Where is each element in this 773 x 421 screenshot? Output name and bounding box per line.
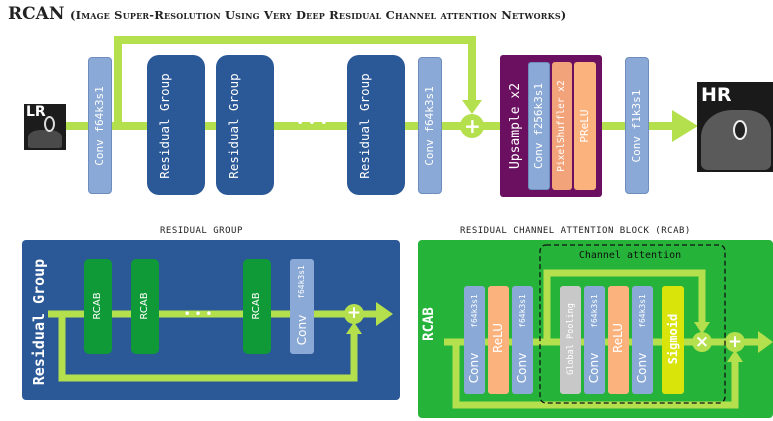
- conv-input-block: [88, 57, 112, 194]
- prelu-block: [574, 62, 596, 190]
- residual-group-block-1: [147, 55, 205, 195]
- rg-rcab-block-3: [243, 259, 271, 354]
- sum-circle: [460, 114, 484, 138]
- ca-conv-block-1: [584, 286, 605, 394]
- hr-label: HR: [701, 84, 732, 106]
- ca-conv-word-2: Conv: [635, 352, 649, 384]
- rcab-sum-plus: +: [727, 332, 743, 352]
- rcab-conv-block-1: [464, 286, 485, 394]
- global-skip-line: [114, 36, 476, 126]
- global-skip-arrowhead: [462, 100, 482, 114]
- rcab-conv-block-2: [512, 286, 533, 394]
- residual-group-section-title: RESIDUAL GROUP: [160, 226, 243, 236]
- residual-group-block-2: [216, 55, 274, 195]
- rcab-multiply: ×: [694, 332, 710, 352]
- rcab-conv-params-1: f64k3s1: [470, 294, 479, 328]
- top-ellipsis: • • •: [296, 116, 328, 131]
- sigmoid-label: Sigmoid: [666, 313, 680, 365]
- rcab-conv-word-2: Conv: [515, 352, 529, 384]
- ca-conv-params-2: f64k3s1: [638, 294, 647, 328]
- ca-conv-word-1: Conv: [587, 352, 601, 384]
- rg-rcab-block-1: [84, 259, 112, 354]
- residual-group-block-3: [347, 55, 405, 195]
- main-flow-arrowhead: [672, 110, 698, 142]
- conv-post-block: [418, 57, 442, 194]
- lr-label: LR: [26, 104, 46, 120]
- rcab-section-title: RESIDUAL CHANNEL ATTENTION BLOCK (RCAB): [460, 226, 691, 236]
- rcab-relu-label: ReLU: [491, 322, 505, 354]
- rg-conv-block: [290, 259, 314, 354]
- ca-conv-block-2: [632, 286, 653, 394]
- pixelshuffler-block: [552, 62, 572, 190]
- sum-plus: +: [464, 114, 481, 138]
- sigmoid-block: [662, 286, 684, 394]
- lr-image-blob: [44, 116, 55, 132]
- page-title: RCAN (Image Super-Resolution Using Very …: [8, 4, 566, 24]
- ca-relu-label: ReLU: [611, 322, 625, 354]
- conv-output-block: [625, 57, 649, 194]
- rcab-relu-block: [488, 286, 509, 394]
- global-pooling-block: [560, 286, 581, 394]
- upsample-conv-block: [528, 62, 550, 190]
- rg-rcab-block-2: [131, 259, 159, 354]
- lr-image-texture: [28, 130, 62, 148]
- ca-conv-params-1: f64k3s1: [590, 294, 599, 328]
- global-pooling-label: Global Pooling: [566, 303, 576, 375]
- channel-attention-label: Channel attention: [578, 250, 682, 261]
- hr-image: HR: [697, 82, 773, 172]
- hr-image-blob: [733, 120, 747, 140]
- title-subtitle: (Image Super-Resolution Using Very Deep …: [69, 8, 567, 22]
- lr-image: LR: [24, 104, 66, 150]
- rcab-conv-params-2: f64k3s1: [518, 294, 527, 328]
- rcab-conv-word-1: Conv: [467, 352, 481, 384]
- rg-sum-plus: +: [346, 303, 362, 323]
- title-main: RCAN: [8, 4, 65, 24]
- rg-ellipsis: • • •: [183, 307, 213, 321]
- ca-relu-block: [608, 286, 629, 394]
